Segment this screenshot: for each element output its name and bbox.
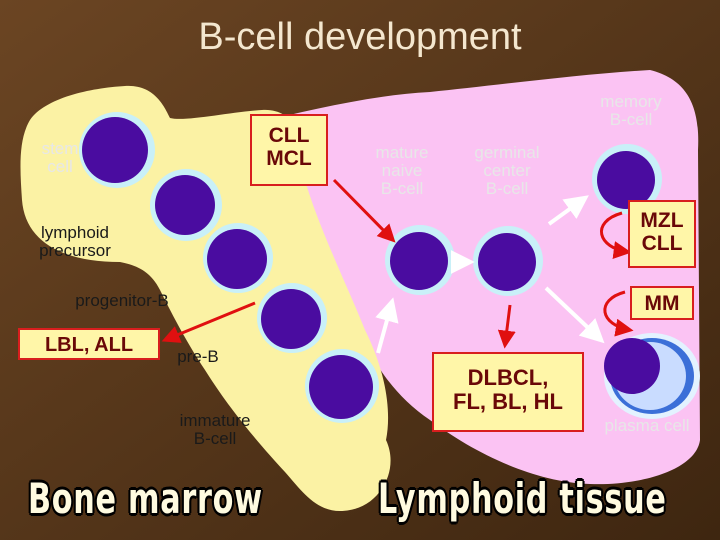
memory-b-cell-icon xyxy=(592,144,662,214)
germinal-center-b-label: germinal center B-cell xyxy=(474,143,540,198)
lymphoid-tissue-heading: Lymphoid tissue xyxy=(378,474,667,523)
immature-b-label: immature B-cell xyxy=(179,411,251,448)
pre-b-cell-icon xyxy=(257,283,327,353)
progenitor-b-label: progenitor-B xyxy=(75,291,169,310)
stem-cell-label: stem cell xyxy=(41,139,79,176)
mzl-cll-box: MZL CLL xyxy=(628,200,696,268)
arrow-lbl-all xyxy=(161,301,256,343)
mature-naive-b-cell-icon xyxy=(385,225,455,295)
immature-b-cell-icon xyxy=(305,349,379,423)
pre-b-label: pre-B xyxy=(177,347,219,366)
cll-mcl-box: CLL MCL xyxy=(250,114,328,186)
arrow-germinal-to-memory xyxy=(547,195,589,226)
lymphoid-precursor-label: lymphoid precursor xyxy=(39,223,111,260)
page-title: B-cell development xyxy=(198,16,522,58)
plasma-cell-icon xyxy=(604,333,700,419)
stem-cell-icon xyxy=(79,112,155,188)
mature-naive-b-label: mature naive B-cell xyxy=(375,143,429,198)
memory-b-label: memory B-cell xyxy=(600,92,662,129)
lbl-all-box: LBL, ALL xyxy=(18,328,160,360)
lymphoid-precursor-cell-icon xyxy=(150,169,222,241)
arrow-mm xyxy=(603,290,634,337)
arrow-immature-to-mature xyxy=(375,297,399,354)
arrow-dlbcl xyxy=(497,304,516,349)
mm-box: MM xyxy=(630,286,694,320)
arrow-germinal-to-plasma xyxy=(544,286,605,344)
germinal-center-b-cell-icon xyxy=(473,226,543,296)
arrow-mzl-cll xyxy=(600,211,632,260)
arrow-cll-mcl xyxy=(332,178,396,243)
bone-marrow-heading: Bone marrow xyxy=(28,474,263,523)
dlbcl-box: DLBCL, FL, BL, HL xyxy=(432,352,584,432)
bone-marrow-region xyxy=(20,85,391,512)
progenitor-b-cell-icon xyxy=(203,223,273,293)
plasma-cell-label: plasma cell xyxy=(604,416,690,435)
